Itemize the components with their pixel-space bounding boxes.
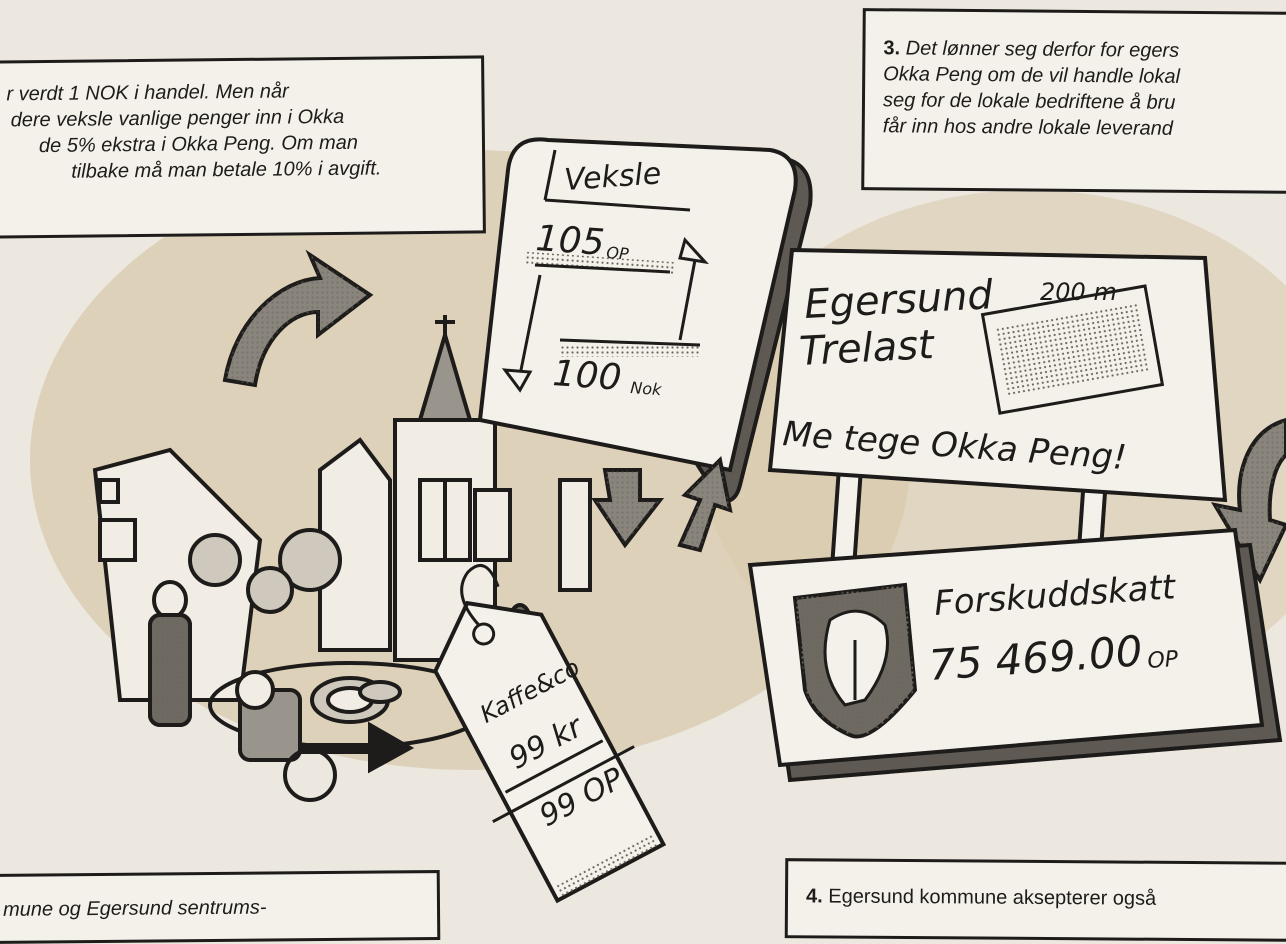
- panel-top-right: 3. Det lønner seg derfor for egers Okka …: [861, 8, 1286, 194]
- panel-top-left-line-4: tilbake må man betale 10% i avgift.: [71, 157, 382, 183]
- panel-bottom-right-number: 4.: [805, 885, 823, 908]
- sign-line1: Egersund: [803, 272, 994, 328]
- illustration: Veksle 105 OP 100 Nok Egersund Trelast 2…: [30, 137, 1286, 904]
- panel-bottom-left: mune og Egersund sentrums-: [0, 870, 441, 944]
- tax-card: Forskuddskatt 75 469.00 OP: [747, 527, 1283, 783]
- panel-bottom-left-line-1: mune og Egersund sentrums-: [2, 896, 267, 921]
- panel-bottom-right: 4. Egersund kommune aksepterer også: [784, 858, 1286, 942]
- panel-top-right-line-3: seg for de lokale bedriftene å bru: [882, 89, 1176, 114]
- sign-line2: Trelast: [798, 322, 936, 375]
- phone-amount-op: 105: [534, 218, 605, 264]
- tax-unit: OP: [1147, 647, 1180, 674]
- panel-top-right-line-2: Okka Peng om de vil handle lokal: [883, 63, 1181, 88]
- panel-top-left: r verdt 1 NOK i handel. Men når dere vek…: [0, 55, 486, 239]
- shop-sign: Egersund Trelast 200 m Me tege Okka Peng…: [767, 247, 1228, 583]
- panel-top-right-line-1: Det lønner seg derfor for egers: [905, 37, 1180, 62]
- sign-distance: 200 m: [1040, 278, 1117, 306]
- panel-bottom-right-text: Egersund kommune aksepterer også: [828, 885, 1157, 910]
- phone-exchange-screen: Veksle 105 OP 100 Nok: [477, 137, 813, 503]
- curved-arrow-icon: [222, 249, 374, 388]
- price-tag: Kaffe&co 99 kr 99 OP: [433, 563, 667, 904]
- panel-top-right-number: 3.: [883, 37, 901, 60]
- phone-unit-op: OP: [606, 243, 630, 264]
- panel-top-right-line-4: får inn hos andre lokale leverand: [882, 115, 1174, 140]
- exchange-arrows-icon: [591, 455, 733, 553]
- phone-amount-nok: 100: [551, 353, 622, 399]
- phone-title: Veksle: [563, 156, 662, 198]
- phone-unit-nok: Nok: [630, 378, 663, 399]
